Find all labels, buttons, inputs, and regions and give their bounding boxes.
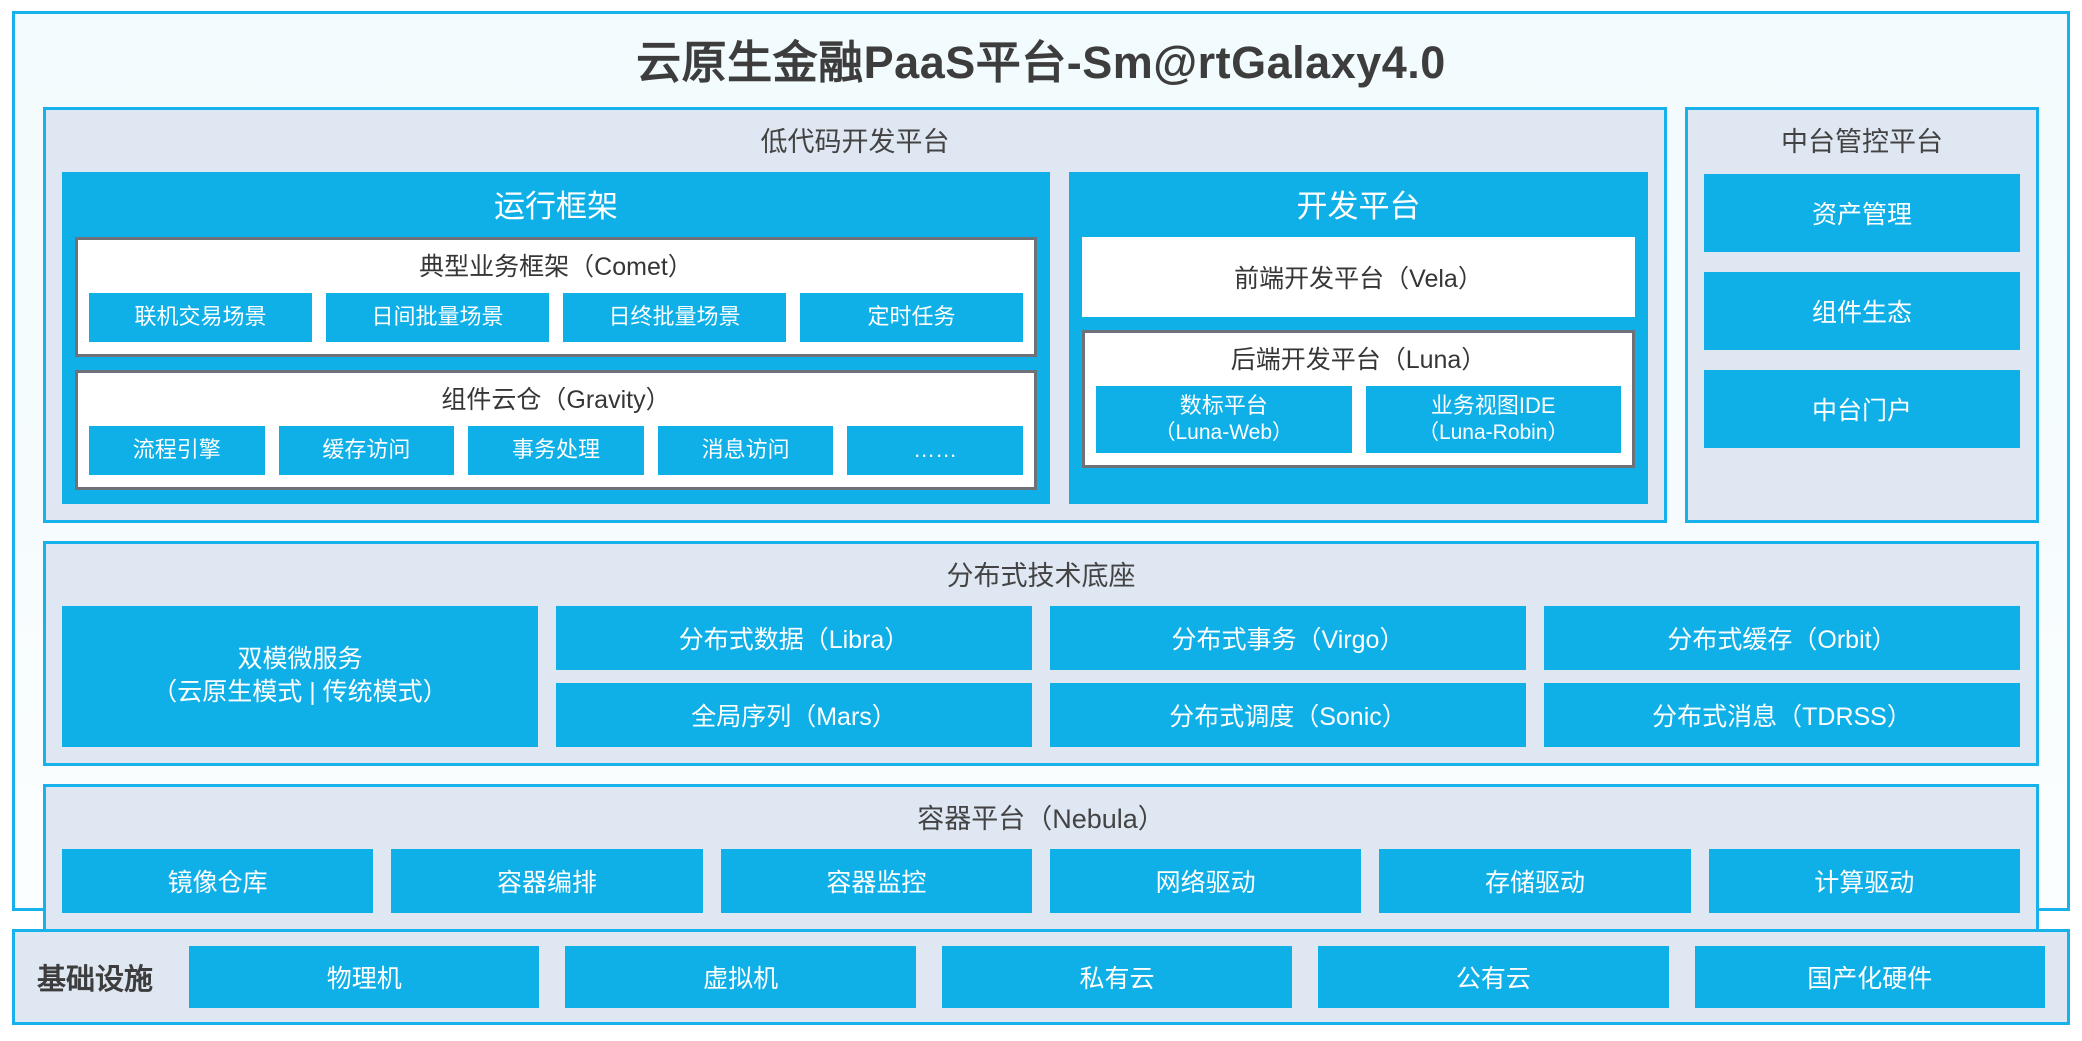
management-tile-component[interactable]: 组件生态 [1704, 271, 2020, 350]
comet-tile[interactable]: 日间批量场景 [326, 293, 549, 343]
comet-tile-row: 联机交易场景 日间批量场景 日终批量场景 定时任务 [89, 293, 1023, 343]
infrastructure-tile-physical[interactable]: 物理机 [189, 946, 540, 1008]
dual-mode-microservice-tile[interactable]: 双模微服务 （云原生模式 | 传统模式） [62, 605, 538, 747]
management-tile-portal[interactable]: 中台门户 [1704, 369, 2020, 448]
infrastructure-tile-row: 物理机 虚拟机 私有云 公有云 国产化硬件 [189, 946, 2045, 1008]
management-platform-panel: 中台管控平台 资产管理 组件生态 中台门户 [1685, 107, 2039, 524]
distributed-base-panel: 分布式技术底座 双模微服务 （云原生模式 | 传统模式） 分布式数据（Libra… [43, 541, 2039, 766]
gravity-tile-more[interactable]: …… [847, 426, 1023, 476]
comet-group-title: 典型业务框架（Comet） [419, 252, 693, 281]
distributed-transaction-tile[interactable]: 分布式事务（Virgo） [1050, 605, 1526, 670]
backend-tile-row: 数标平台 （Luna-Web） 业务视图IDE （Luna-Robin） [1096, 386, 1621, 453]
comet-tile[interactable]: 日终批量场景 [563, 293, 786, 343]
container-tile-compute-driver[interactable]: 计算驱动 [1708, 848, 2020, 913]
gravity-tile[interactable]: 缓存访问 [278, 426, 455, 476]
frontend-platform-band[interactable]: 前端开发平台（Vela） [1082, 236, 1635, 317]
distributed-data-tile[interactable]: 分布式数据（Libra） [556, 605, 1032, 670]
lowcode-platform-panel: 低代码开发平台 运行框架 典型业务框架（Comet） 联机交易场景 日间批量场景… [43, 107, 1667, 524]
management-platform-title: 中台管控平台 [1781, 127, 1943, 157]
lowcode-platform-body: 运行框架 典型业务框架（Comet） 联机交易场景 日间批量场景 日终批量场景 … [62, 171, 1648, 505]
comet-tile[interactable]: 联机交易场景 [89, 293, 312, 343]
microservice-line1: 双模微服务 [237, 644, 363, 673]
container-tile-monitoring[interactable]: 容器监控 [720, 848, 1032, 913]
runtime-framework-title: 运行框架 [494, 188, 618, 224]
distributed-cache-tile[interactable]: 分布式缓存（Orbit） [1544, 605, 2020, 670]
distributed-column-3: 分布式缓存（Orbit） 分布式消息（TDRSS） [1544, 605, 2020, 747]
backend-platform-title: 后端开发平台（Luna） [1230, 345, 1487, 374]
gravity-group-title: 组件云仓（Gravity） [441, 386, 671, 415]
management-tile-asset[interactable]: 资产管理 [1704, 173, 2020, 252]
platform-main-frame: 云原生金融PaaS平台-Sm@rtGalaxy4.0 低代码开发平台 运行框架 … [12, 11, 2070, 932]
container-tile-row: 镜像仓库 容器编排 容器监控 网络驱动 存储驱动 计算驱动 [62, 848, 2020, 913]
distributed-schedule-tile[interactable]: 分布式调度（Sonic） [1050, 682, 1526, 747]
runtime-framework-card: 运行框架 典型业务框架（Comet） 联机交易场景 日间批量场景 日终批量场景 … [62, 171, 1050, 505]
luna-web-code: （Luna-Web） [1154, 421, 1293, 445]
infrastructure-tile-public-cloud[interactable]: 公有云 [1318, 946, 1669, 1008]
top-row: 低代码开发平台 运行框架 典型业务框架（Comet） 联机交易场景 日间批量场景… [43, 107, 2039, 524]
container-tile-image-registry[interactable]: 镜像仓库 [62, 848, 374, 913]
microservice-column: 双模微服务 （云原生模式 | 传统模式） [62, 605, 538, 747]
gravity-tile-row: 流程引擎 缓存访问 事务处理 消息访问 …… [89, 426, 1023, 476]
distributed-column-2: 分布式事务（Virgo） 分布式调度（Sonic） [1050, 605, 1526, 747]
lowcode-platform-title: 低代码开发平台 [760, 127, 950, 157]
infrastructure-tile-virtual[interactable]: 虚拟机 [565, 946, 916, 1008]
luna-web-name: 数标平台 [1179, 393, 1268, 419]
backend-platform-group: 后端开发平台（Luna） 数标平台 （Luna-Web） [1082, 329, 1635, 468]
luna-robin-name: 业务视图IDE [1430, 393, 1556, 419]
distributed-column-1: 分布式数据（Libra） 全局序列（Mars） [556, 605, 1032, 747]
development-platform-title: 开发平台 [1296, 188, 1421, 224]
page-title: 云原生金融PaaS平台-Sm@rtGalaxy4.0 [636, 37, 1446, 88]
luna-robin-tile[interactable]: 业务视图IDE （Luna-Robin） [1365, 386, 1621, 453]
container-platform-panel: 容器平台（Nebula） 镜像仓库 容器编排 容器监控 网络驱动 存储驱动 计算… [43, 783, 2039, 932]
luna-robin-code: （Luna-Robin） [1417, 421, 1569, 445]
luna-web-tile[interactable]: 数标平台 （Luna-Web） [1096, 386, 1352, 453]
management-tile-stack: 资产管理 组件生态 中台门户 [1704, 172, 2020, 448]
container-platform-title: 容器平台（Nebula） [917, 803, 1165, 834]
distributed-base-title: 分布式技术底座 [946, 561, 1136, 592]
global-sequence-tile[interactable]: 全局序列（Mars） [556, 682, 1032, 747]
microservice-line2: （云原生模式 | 传统模式） [152, 678, 448, 707]
distributed-message-tile[interactable]: 分布式消息（TDRSS） [1544, 682, 2020, 747]
development-platform-card: 开发平台 前端开发平台（Vela） 后端开发平台（Luna） 数标平台 （Lun… [1069, 171, 1648, 505]
comet-tile[interactable]: 定时任务 [800, 293, 1023, 343]
container-tile-network-driver[interactable]: 网络驱动 [1049, 848, 1362, 913]
gravity-tile[interactable]: 事务处理 [468, 426, 644, 476]
infrastructure-panel: 基础设施 物理机 虚拟机 私有云 公有云 国产化硬件 [12, 929, 2070, 1025]
comet-group: 典型业务框架（Comet） 联机交易场景 日间批量场景 日终批量场景 定时任务 [75, 236, 1037, 358]
container-tile-orchestration[interactable]: 容器编排 [391, 848, 703, 913]
gravity-group: 组件云仓（Gravity） 流程引擎 缓存访问 事务处理 消息访问 …… [75, 370, 1037, 491]
infrastructure-tile-private-cloud[interactable]: 私有云 [941, 946, 1293, 1008]
gravity-tile[interactable]: 流程引擎 [89, 426, 265, 476]
container-tile-storage-driver[interactable]: 存储驱动 [1379, 848, 1691, 913]
distributed-base-body: 双模微服务 （云原生模式 | 传统模式） 分布式数据（Libra） 全局序列（M… [62, 605, 2020, 747]
infrastructure-label: 基础设施 [37, 964, 154, 996]
infrastructure-tile-domestic-hardware[interactable]: 国产化硬件 [1694, 946, 2045, 1008]
gravity-tile[interactable]: 消息访问 [657, 426, 834, 476]
